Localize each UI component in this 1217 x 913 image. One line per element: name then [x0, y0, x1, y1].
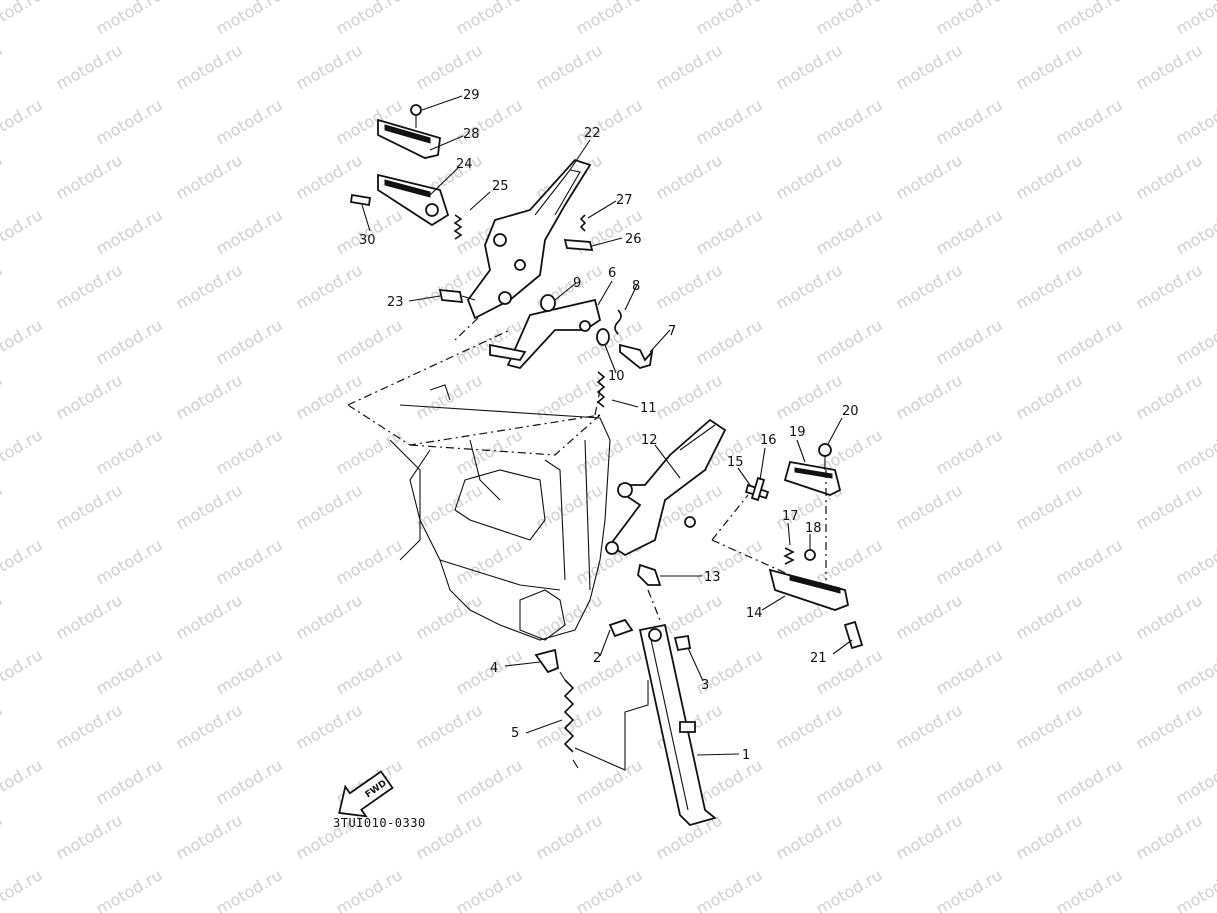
document-code: 3TUI010-0330	[333, 816, 426, 830]
footrest-24	[377, 173, 450, 227]
nut-3	[673, 634, 692, 652]
spring-11	[596, 371, 606, 408]
bolt-2	[608, 618, 634, 638]
screw-29	[410, 104, 422, 128]
footrest-bracket-left-12	[605, 418, 727, 557]
callout-7: 7	[668, 324, 676, 339]
callout-18: 18	[805, 521, 822, 536]
bolt-15-16	[744, 476, 770, 502]
callout-1: 1	[742, 748, 750, 763]
callout-4: 4	[490, 661, 498, 676]
footrest-bracket-right-22	[466, 158, 592, 320]
callout-14: 14	[746, 606, 763, 621]
callout-12: 12	[641, 433, 658, 448]
bolt-30	[349, 193, 372, 207]
pin-27	[579, 214, 587, 232]
bolt-7	[619, 343, 654, 369]
callout-23: 23	[387, 295, 404, 310]
callout-9: 9	[573, 276, 581, 291]
spring-5	[559, 671, 579, 769]
callout-8: 8	[632, 279, 640, 294]
bolt-21	[843, 620, 864, 650]
bolt-18	[804, 549, 816, 561]
callout-19: 19	[789, 425, 806, 440]
callout-3: 3	[701, 678, 709, 693]
callout-11: 11	[640, 401, 657, 416]
callout-13: 13	[704, 570, 721, 585]
callout-26: 26	[625, 232, 642, 247]
callout-6: 6	[608, 266, 616, 281]
screw-20	[818, 443, 832, 470]
leader-lines	[361, 95, 853, 756]
callout-15: 15	[727, 455, 744, 470]
callout-29: 29	[463, 88, 480, 103]
sidestand-bracket-6	[489, 298, 602, 370]
spring-25	[453, 214, 463, 240]
sidestand-1	[638, 623, 717, 827]
callout-2: 2	[593, 651, 601, 666]
frame-outline	[347, 329, 611, 641]
callout-27: 27	[616, 193, 633, 208]
callout-17: 17	[782, 509, 799, 524]
washer-9	[540, 294, 556, 312]
callout-labels: 1 2 3 4 5 6 7 8 9 10 11 12 13 14 15 16 1…	[359, 88, 859, 763]
fwd-arrow-icon: FWD	[338, 770, 394, 818]
bolt-23	[438, 288, 476, 304]
assembly-lines	[454, 317, 827, 771]
bolt-26	[563, 239, 594, 251]
bolt-13	[637, 563, 662, 586]
callout-21: 21	[810, 651, 827, 666]
clip-8	[614, 309, 622, 335]
callout-10: 10	[608, 369, 625, 384]
callout-25: 25	[492, 179, 509, 194]
callout-30: 30	[359, 233, 376, 248]
collar-10	[596, 328, 610, 346]
footrest-19	[783, 460, 842, 496]
callout-5: 5	[511, 726, 519, 741]
callout-20: 20	[842, 404, 859, 419]
callout-24: 24	[456, 157, 473, 172]
footrest-14	[768, 568, 850, 611]
callout-28: 28	[463, 127, 480, 142]
callout-22: 22	[584, 126, 601, 141]
footrest-28	[377, 118, 441, 159]
spring-17	[783, 547, 795, 565]
callout-16: 16	[760, 433, 777, 448]
bracket-4	[534, 648, 560, 674]
